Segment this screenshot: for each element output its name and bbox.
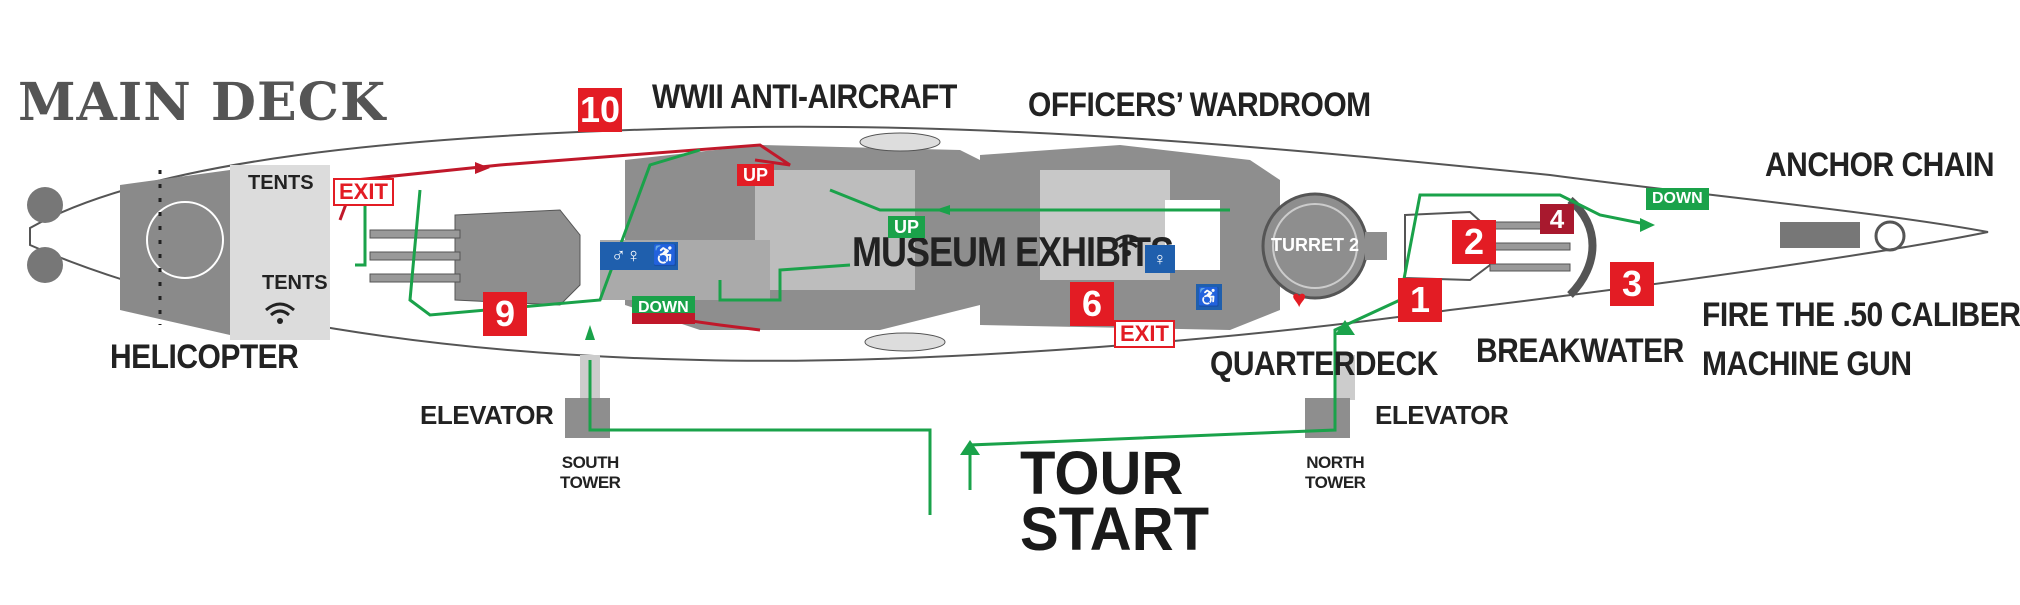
anchor-chain-label: ANCHOR CHAIN [1765, 146, 1995, 184]
deck-title: MAIN DECK [18, 72, 387, 133]
fire-caliber-label: FIRE THE .50 CALIBER [1702, 296, 2020, 334]
stop-2: 2 [1452, 220, 1496, 264]
south-tower-label: SOUTH TOWER [560, 453, 621, 493]
south-elevator-label: ELEVATOR [420, 400, 554, 430]
north-tower-line1: NORTH [1306, 453, 1365, 472]
restroom-icon: ♀ [1145, 245, 1175, 273]
north-tower-line2: TOWER [1305, 473, 1366, 492]
tents-label-bottom: TENTS [262, 272, 328, 294]
wifi-icon [265, 302, 295, 324]
tents-label-top: TENTS [248, 172, 314, 194]
stop-9: 9 [483, 292, 527, 336]
stop-10: 10 [578, 88, 622, 132]
stop-3: 3 [1610, 262, 1654, 306]
stairs-up-green: UP [888, 216, 926, 238]
stop-1: 1 [1398, 278, 1442, 322]
stop-4: 4 [1540, 204, 1574, 234]
wardroom-label: OFFICERS’ WARDROOM [1028, 86, 1371, 124]
aed-icon: ♥ [1292, 286, 1307, 313]
stop-6: 6 [1070, 282, 1114, 326]
stairs-down-green: DOWN [1646, 188, 1709, 210]
restroom-icon: ♂♀ [600, 242, 652, 270]
accessible-icon: ♿ [1196, 284, 1222, 310]
south-tower-line1: SOUTH [561, 453, 620, 472]
stairs-up-red: UP [737, 164, 775, 186]
start-line: START [1020, 495, 1210, 564]
anti-aircraft-label: WWII ANTI-AIRCRAFT [652, 78, 957, 116]
tour-line: TOUR [1020, 439, 1184, 508]
north-elevator-label: ELEVATOR [1375, 400, 1509, 430]
machine-gun-label: MACHINE GUN [1702, 345, 1912, 383]
helicopter-label: HELICOPTER [110, 338, 299, 376]
tour-start-label: TOUR START [1020, 439, 1210, 564]
exit-sign-center: EXIT [1114, 320, 1175, 348]
turret-label: TURRET 2 [1270, 235, 1359, 255]
stairs-down-green-red: DOWN [632, 296, 695, 324]
exit-sign-left: EXIT [333, 178, 394, 206]
accessible-icon: ♿ [652, 242, 678, 270]
quarterdeck-label: QUARTERDECK [1210, 345, 1438, 383]
south-tower-line2: TOWER [560, 473, 621, 492]
north-tower-label: NORTH TOWER [1305, 453, 1366, 493]
breakwater-label: BREAKWATER [1476, 332, 1684, 370]
wifi-icon [1113, 234, 1143, 256]
